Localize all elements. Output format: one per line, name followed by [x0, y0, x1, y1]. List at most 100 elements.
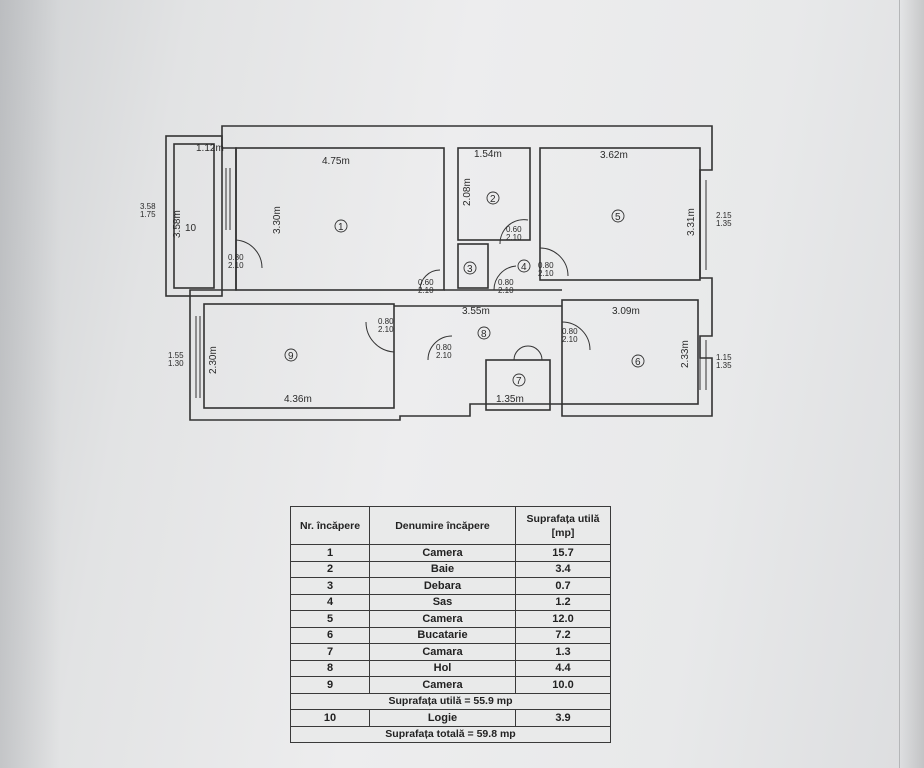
dim-room5-width: 3.62m [600, 150, 628, 161]
room-number: 7 [516, 376, 522, 387]
door-label: 0.80 [436, 343, 452, 352]
cell-nr: 1 [290, 544, 370, 562]
door-label: 2.10 [436, 351, 452, 360]
door-label: 0.60 [506, 225, 522, 234]
door-label: 2.10 [506, 233, 522, 242]
cell-nr: 6 [290, 626, 370, 644]
grand-total: Suprafața totală = 59.8 mp [290, 725, 611, 743]
cell-area: 15.7 [515, 544, 611, 562]
door-label: 0.80 [562, 327, 578, 336]
dim-room9-width: 4.36m [284, 394, 312, 405]
room5-window-b: 1.35 [716, 219, 732, 228]
room-number: 1 [338, 222, 344, 233]
room-number: 10 [185, 223, 197, 234]
cell-name: Camera [369, 544, 516, 562]
cell-area: 1.3 [515, 643, 611, 661]
door-label: 2.10 [418, 286, 434, 295]
cell-name: Sas [369, 593, 516, 611]
logia-window-b: 1.75 [140, 210, 156, 219]
room6-window-a: 1.15 [716, 353, 732, 362]
cell-nr: 8 [290, 659, 370, 677]
dim-room6-width: 3.09m [612, 306, 640, 317]
cell-name: Debara [369, 577, 516, 595]
grand-total-row: Suprafața totală = 59.8 mp [290, 725, 611, 743]
door-label: 0.60 [418, 278, 434, 287]
cell-nr: 7 [290, 643, 370, 661]
door-label: 2.10 [378, 325, 394, 334]
cell-nr: 2 [290, 560, 370, 578]
room5-window-a: 2.15 [716, 211, 732, 220]
page-shadow [0, 0, 60, 768]
door-label: 0.80 [538, 261, 554, 270]
cell-nr: 5 [290, 610, 370, 628]
room-number: 6 [635, 357, 641, 368]
door-label: 2.10 [228, 261, 244, 270]
dim-logia-width: 1.12m [196, 143, 224, 154]
dim-room2-height: 2.08m [462, 178, 473, 206]
dim-room9-height: 2.30m [208, 346, 219, 374]
door-label: 0.80 [228, 253, 244, 262]
room-number: 4 [521, 262, 527, 273]
cell-area: 1.2 [515, 593, 611, 611]
cell-name: Camara [369, 643, 516, 661]
room-number: 8 [481, 329, 487, 340]
room6-window-b: 1.35 [716, 361, 732, 370]
cell-nr: 9 [290, 676, 370, 694]
cell-nr: 10 [290, 709, 370, 727]
room-number: 9 [288, 351, 294, 362]
cell-area: 10.0 [515, 676, 611, 694]
cell-name: Baie [369, 560, 516, 578]
cell-name: Camera [369, 610, 516, 628]
cell-nr: 3 [290, 577, 370, 595]
door-label: 2.10 [498, 286, 514, 295]
cell-area: 3.4 [515, 560, 611, 578]
page-edge [899, 0, 924, 768]
dim-room6-height: 2.33m [680, 340, 691, 368]
useful-total-row: Suprafața utilă = 55.9 mp [290, 692, 611, 710]
dim-room2-width: 1.54m [474, 149, 502, 160]
header-area: Suprafața utilă [mp] [515, 506, 611, 545]
useful-total: Suprafața utilă = 55.9 mp [290, 692, 611, 710]
door-label: 0.80 [498, 278, 514, 287]
header-nr: Nr. încăpere [290, 506, 370, 545]
cell-area: 0.7 [515, 577, 611, 595]
dim-room1-width: 4.75m [322, 156, 350, 167]
door-label: 0.80 [378, 317, 394, 326]
room-number: 3 [467, 264, 473, 275]
header-name: Denumire încăpere [369, 506, 516, 545]
cell-name: Camera [369, 676, 516, 694]
room-number: 2 [490, 194, 496, 205]
dim-logia-height: 3.58m [172, 210, 183, 238]
dim-room7-width: 1.35m [496, 394, 524, 405]
cell-area: 4.4 [515, 659, 611, 677]
cell-name: Logie [369, 709, 516, 727]
door-label: 2.10 [562, 335, 578, 344]
floor-plan: 1.12m 4.75m 1.54m 3.62m 3.55m 3.09m 4.36… [140, 125, 732, 421]
cell-area: 7.2 [515, 626, 611, 644]
table-header-row: Nr. încăpere Denumire încăpere Suprafața… [290, 506, 611, 545]
room9-window-b: 1.30 [168, 359, 184, 368]
dim-room5-height: 3.31m [686, 208, 697, 236]
cell-name: Hol [369, 659, 516, 677]
logia-window-a: 3.58 [140, 202, 156, 211]
cell-name: Bucatarie [369, 626, 516, 644]
room9-window-a: 1.55 [168, 351, 184, 360]
cell-area: 12.0 [515, 610, 611, 628]
cell-nr: 4 [290, 593, 370, 611]
door-label: 2.10 [538, 269, 554, 278]
room-number: 5 [615, 212, 621, 223]
rooms-area-table: Nr. încăpere Denumire încăpere Suprafața… [290, 506, 611, 743]
cell-area: 3.9 [515, 709, 611, 727]
dim-room1-height: 3.30m [272, 206, 283, 234]
dim-hall-width: 3.55m [462, 306, 490, 317]
